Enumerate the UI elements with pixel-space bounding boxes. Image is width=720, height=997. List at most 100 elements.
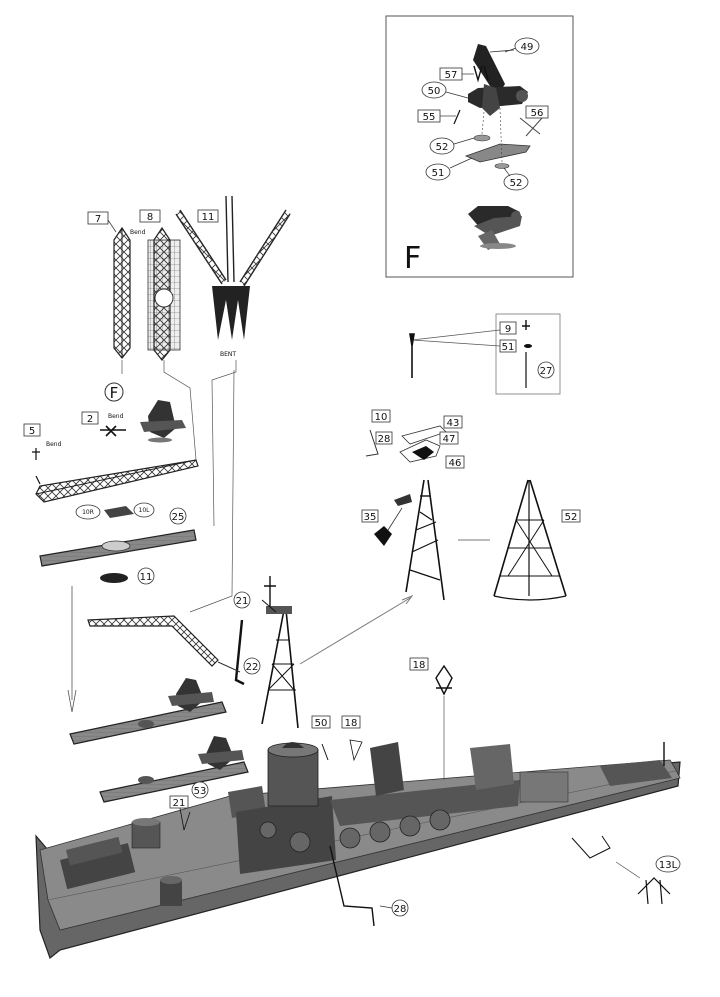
catapult-part-7: 7 — [87, 211, 131, 359]
svg-text:2: 2 — [87, 414, 93, 425]
wing-float-left-part — [473, 134, 491, 142]
callout-52-mast: 52 — [561, 509, 581, 523]
svg-text:10R: 10R — [82, 509, 94, 516]
catapult-assembly: F 2 Bend 5 Bend 10R — [23, 382, 199, 585]
svg-text:10: 10 — [375, 412, 388, 423]
svg-text:52: 52 — [510, 178, 523, 189]
svg-text:53: 53 — [194, 786, 207, 797]
callout-22: 22 — [243, 657, 261, 675]
callout-28-hull: 28 — [379, 899, 409, 917]
callout-55: 55 — [417, 109, 456, 123]
svg-text:F: F — [110, 384, 119, 402]
strut-part — [473, 65, 489, 83]
callout-56: 56 — [525, 105, 549, 119]
svg-text:21: 21 — [173, 798, 186, 809]
callout-25: 25 — [169, 507, 187, 525]
svg-text:46: 46 — [449, 458, 462, 469]
catapult-part-2: 2 Bend — [81, 411, 126, 437]
svg-text:47: 47 — [443, 434, 456, 445]
svg-text:18: 18 — [345, 718, 358, 729]
svg-text:55: 55 — [423, 112, 436, 123]
callout-49: 49 — [504, 37, 540, 55]
callout-50: 50 — [421, 81, 469, 99]
insert-letter: F — [404, 241, 421, 276]
callout-57: 57 — [439, 67, 474, 81]
crane-post-image — [234, 619, 245, 686]
crane-boom — [87, 615, 219, 667]
callout-13l: 13L — [655, 855, 681, 873]
insert-box-f: 49 57 50 55 56 52 51 — [385, 15, 574, 278]
ship-hull-image — [35, 576, 681, 959]
svg-text:13L: 13L — [659, 860, 678, 871]
svg-text:50: 50 — [428, 86, 441, 97]
svg-text:5: 5 — [29, 426, 35, 437]
svg-text:7: 7 — [95, 214, 101, 225]
callout-27: 27 — [537, 361, 555, 379]
callout-11-turntable: 11 — [137, 567, 155, 585]
main-mast-image — [261, 576, 299, 729]
svg-text:51: 51 — [502, 342, 515, 353]
callout-46: 46 — [445, 455, 465, 469]
svg-text:52: 52 — [436, 142, 449, 153]
float-strut-part — [519, 117, 543, 137]
callout-51-mast: 51 — [499, 339, 517, 353]
svg-text:28: 28 — [394, 904, 407, 915]
svg-text:43: 43 — [447, 418, 460, 429]
callout-50-hull: 50 — [311, 715, 331, 729]
svg-text:35: 35 — [364, 512, 377, 523]
svg-text:28: 28 — [378, 434, 391, 445]
svg-text:52: 52 — [565, 512, 578, 523]
catapult-assembled-aft — [99, 736, 249, 803]
lattice-tower-52-part — [493, 479, 567, 601]
svg-text:50: 50 — [315, 718, 328, 729]
turntable-part — [100, 573, 128, 583]
catapult-assembled-forward — [69, 678, 227, 745]
callout-21-top: 21 — [233, 591, 251, 609]
callout-21-hull: 21 — [169, 795, 189, 809]
catapult-part-5: 5 Bend — [23, 423, 62, 485]
catapult-part-8: 8 Bend — [130, 209, 181, 361]
svg-text:10L: 10L — [139, 507, 151, 514]
svg-text:11: 11 — [140, 572, 153, 583]
svg-text:8: 8 — [147, 212, 153, 223]
svg-text:9: 9 — [505, 324, 511, 335]
lower-wing-part — [464, 143, 531, 163]
seaplane-on-catapult-image — [140, 400, 186, 443]
svg-text:Bend: Bend — [108, 413, 124, 420]
callout-10r: 10R — [75, 504, 101, 520]
callout-18-hull: 18 — [341, 715, 361, 729]
fuselage-part — [468, 84, 528, 116]
assembled-seaplane-image — [468, 206, 522, 250]
callout-47: 47 — [439, 431, 459, 445]
callout-52-bottom: 52 — [503, 167, 529, 191]
callout-10l: 10L — [133, 502, 155, 518]
strut-55-part — [453, 109, 461, 125]
callout-52-top: 52 — [429, 137, 475, 155]
callout-53: 53 — [191, 781, 209, 799]
svg-text:49: 49 — [521, 42, 534, 53]
svg-text:22: 22 — [246, 662, 259, 673]
callout-9: 9 — [499, 321, 517, 335]
svg-text:BENT: BENT — [220, 351, 236, 358]
catapult-part-11: 11 BENT — [175, 195, 291, 358]
svg-text:11: 11 — [202, 212, 215, 223]
lattice-mast-part — [405, 479, 445, 601]
svg-text:Bend: Bend — [46, 441, 62, 448]
svg-text:57: 57 — [445, 70, 458, 81]
mast-detail: 9 51 27 10 43 28 47 — [361, 313, 581, 601]
svg-text:25: 25 — [172, 512, 185, 523]
svg-text:56: 56 — [531, 108, 544, 119]
wing-float-right-part — [494, 163, 510, 169]
callout-51: 51 — [425, 157, 473, 181]
callout-28-mast: 28 — [375, 431, 393, 445]
svg-text:21: 21 — [236, 596, 249, 607]
callout-43: 43 — [443, 415, 463, 429]
svg-text:18: 18 — [413, 660, 426, 671]
svg-text:Bend: Bend — [130, 229, 146, 236]
callout-35: 35 — [361, 509, 379, 523]
svg-text:27: 27 — [540, 366, 553, 377]
callout-18-top: 18 — [409, 657, 429, 671]
callout-10-mast: 10 — [371, 409, 391, 423]
svg-text:51: 51 — [432, 168, 445, 179]
